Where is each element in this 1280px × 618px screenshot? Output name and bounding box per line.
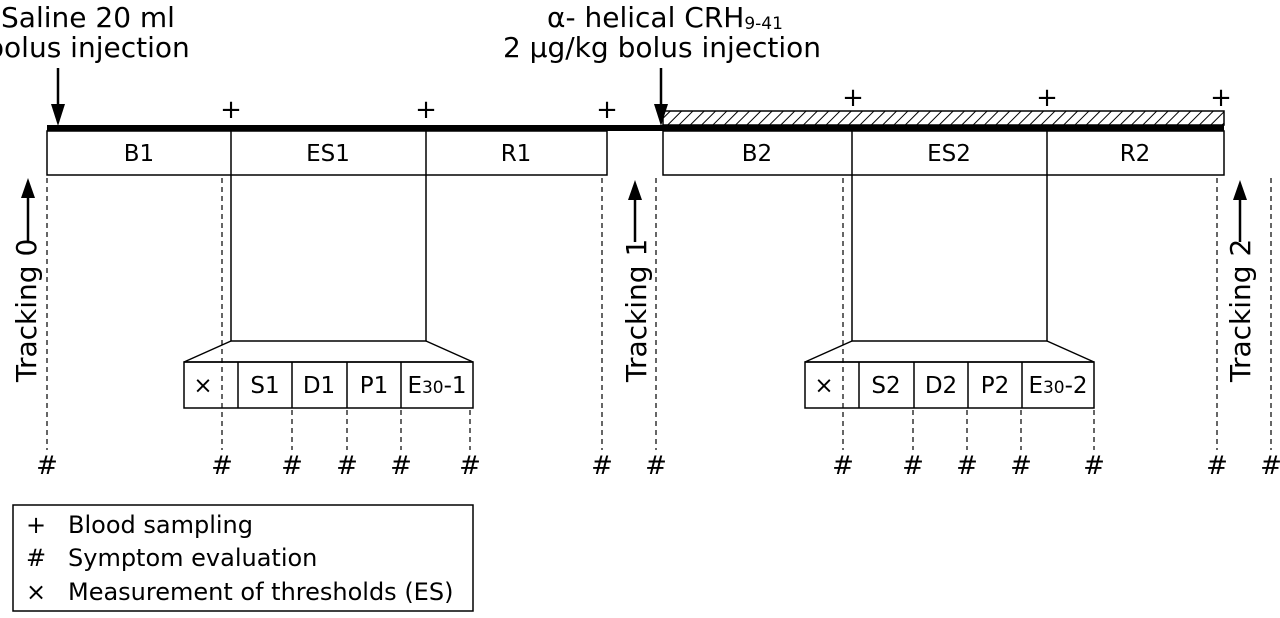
symptom-eval-marker: # [281, 451, 303, 481]
d1-cell: D1 [303, 373, 335, 399]
symptom-eval-marker: # [645, 451, 667, 481]
crh-label-line1: α- helical CRH9-41 [547, 1, 783, 34]
saline-label-line2: bolus injection [0, 31, 190, 64]
d2-cell: D2 [925, 373, 957, 399]
s2-cell: S2 [871, 373, 900, 399]
phase-boxes [46, 130, 1225, 176]
symptom-eval-marker: # [1010, 451, 1032, 481]
es1-detail-box [183, 361, 474, 409]
blood-sampling-marker: + [1036, 83, 1058, 113]
blood-sampling-marker: + [220, 95, 242, 125]
tracking-1-label: Tracking 1 [620, 239, 653, 383]
phase-b2: B2 [742, 141, 772, 167]
blood-sampling-marker: + [596, 95, 618, 125]
symptom-evaluation-lines [46, 178, 1272, 450]
tracking-0: Tracking 0 [10, 178, 43, 383]
symptom-eval-marker: # [956, 451, 978, 481]
saline-label-line1: Saline 20 ml [1, 1, 175, 34]
legend-blood-symbol: + [26, 511, 46, 539]
tracking-1: Tracking 1 [620, 180, 653, 383]
symptom-eval-marker: # [1083, 451, 1105, 481]
phase-es1: ES1 [306, 141, 350, 167]
symptom-eval-marker: # [1206, 451, 1228, 481]
threshold-cell-2: × [814, 373, 833, 399]
s1-cell: S1 [250, 373, 279, 399]
tracking-2: Tracking 2 [1224, 180, 1257, 383]
phase-r2: R2 [1120, 141, 1151, 167]
blood-sampling-marker: + [1210, 83, 1232, 113]
p2-cell: P2 [981, 373, 1010, 399]
symptom-eval-marker: # [591, 451, 613, 481]
symptom-eval-marker: # [36, 451, 58, 481]
tracking-2-label: Tracking 2 [1224, 239, 1257, 383]
saline-injection-arrow [51, 68, 65, 126]
crh-infusion-hatch [662, 110, 1225, 126]
crh-label-line2: 2 μg/kg bolus injection [503, 31, 821, 64]
blood-sampling-marker: + [415, 95, 437, 125]
es2-detail-box [804, 361, 1095, 409]
blood-sampling-marker: + [842, 83, 864, 113]
legend-symptom-symbol: # [26, 544, 46, 572]
e30-1-cell: E30-1 [407, 373, 466, 399]
phase-b1: B1 [124, 141, 154, 167]
tracking-0-label: Tracking 0 [10, 239, 43, 383]
p1-cell: P1 [360, 373, 389, 399]
symptom-eval-marker: # [211, 451, 233, 481]
symptom-eval-marker: # [390, 451, 412, 481]
legend-blood-label: Blood sampling [68, 511, 253, 539]
timeline-bar [47, 125, 1224, 131]
crh-subscript: 9-41 [744, 14, 783, 34]
legend-symptom-label: Symptom evaluation [68, 544, 317, 572]
symptom-eval-marker: # [1260, 451, 1280, 481]
legend-threshold-symbol: × [26, 578, 46, 606]
legend-box [12, 504, 474, 612]
crh-prefix: α- helical CRH [547, 1, 744, 34]
e30-2-cell: E30-2 [1028, 373, 1087, 399]
symptom-eval-marker: # [459, 451, 481, 481]
threshold-cell-1: × [193, 373, 212, 399]
symptom-eval-marker: # [336, 451, 358, 481]
symptom-eval-marker: # [902, 451, 924, 481]
crh-injection-arrow [654, 68, 668, 126]
phase-es2: ES2 [927, 141, 971, 167]
legend: + Blood sampling # Symptom evaluation × … [12, 504, 474, 612]
legend-threshold-label: Measurement of thresholds (ES) [68, 578, 453, 606]
phase-r1: R1 [501, 141, 532, 167]
symptom-eval-marker: # [832, 451, 854, 481]
